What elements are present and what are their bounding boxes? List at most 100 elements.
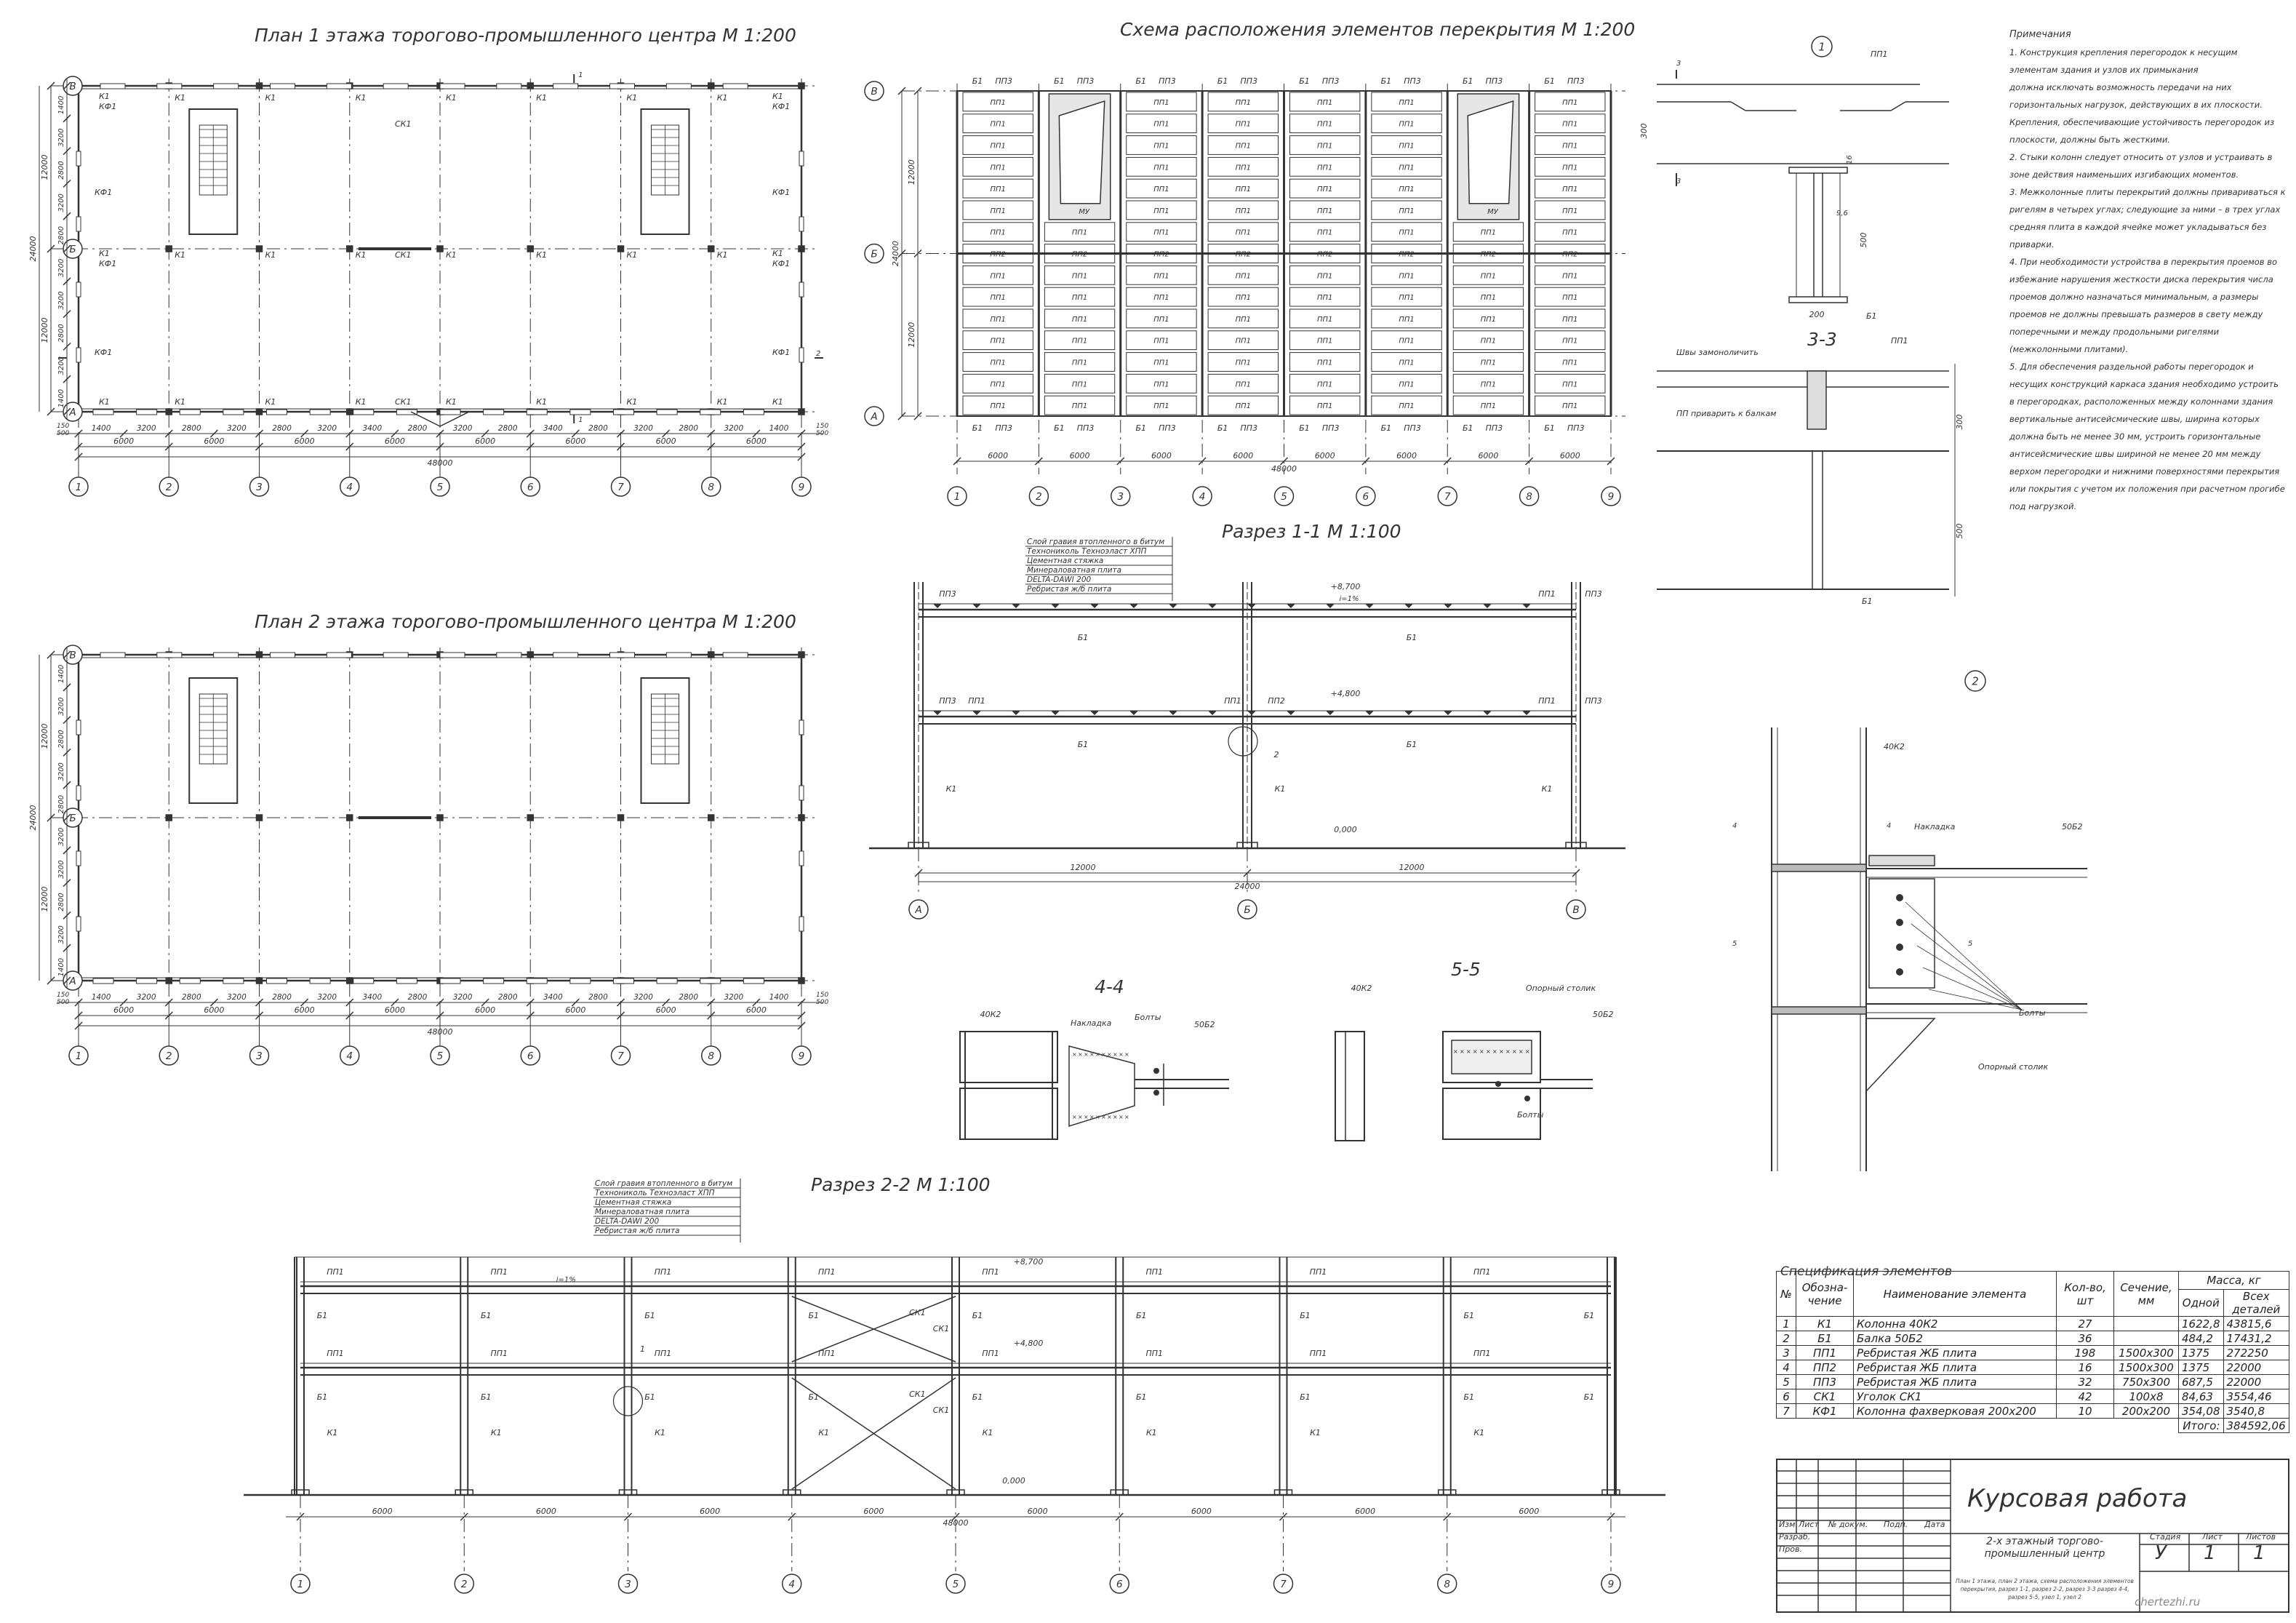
window [396,978,417,984]
slab [1126,244,1197,263]
slab [1371,200,1442,220]
window [92,978,114,984]
weld-mark: × [1479,1048,1484,1055]
axis-bubble-x [1109,1574,1129,1594]
weld-mark: × [1072,1114,1077,1120]
label-pp1: ПП1 [1891,336,1908,346]
dim-text: 6000 [1560,451,1580,460]
tb-col-izm: Изм [1779,1520,1796,1529]
window [179,978,201,984]
window [613,409,634,415]
section-mark: 4 [1887,822,1891,830]
label-kf1: КФ1 [95,348,112,357]
tb-row-dev: Разраб. [1779,1532,1811,1542]
section-mark: 5 [1732,940,1737,948]
slab [1371,287,1442,307]
label-pp3: ПП3 [1322,76,1340,86]
slab-label: ПП1 [1562,380,1577,388]
label-pp3: ПП3 [1241,423,1258,433]
slab-label: ПП1 [1399,99,1414,107]
column-k1 [798,408,805,415]
dim-tick [74,442,83,451]
dim-tick [752,429,761,438]
slab [1535,373,1606,394]
dim-text: 3200 [724,424,743,433]
dim-text: 1400 [57,958,65,976]
label-b1: Б1 [1217,423,1228,433]
axis-bubble-y-text: Б [871,248,877,260]
dim-text: 2800 [57,161,65,179]
window-side [76,916,81,932]
dim-text: 2800 [498,424,518,433]
spec-h-one: Одной [2178,1289,2224,1317]
slab-rib [972,711,981,715]
column-k1 [346,977,353,984]
title-block [1776,1459,2289,1613]
window [526,978,548,984]
axis-bubble-x-text: 6 [1363,491,1369,503]
slab-label: ПП1 [1399,143,1414,151]
dim-tick [47,244,55,253]
weld-mark: × [1512,1048,1517,1055]
weld-mark: × [1505,1048,1511,1055]
slab-label: ПП1 [990,359,1005,367]
slab-rib [1129,711,1138,715]
spec-cell-section [2113,1331,2179,1346]
label-pp3: ПП3 [1567,423,1585,433]
axis-bubble-y [864,243,884,264]
slab [1044,265,1116,285]
spec-cell-no: 2 [1776,1331,1796,1346]
label-k1: К1 [717,397,728,407]
dim-text: 3200 [57,194,65,212]
label-k1: К1 [655,1428,665,1437]
dim-text: 500 [1955,524,1964,539]
label-b1: Б1 [1463,76,1473,86]
window [136,978,158,984]
dim-tick [481,998,489,1007]
axis-bubble-x [1273,486,1295,506]
column-k1 [255,814,263,821]
dim-tick [1279,1512,1288,1521]
dim-tick [47,407,55,416]
label-k1: К1 [356,250,367,260]
label-k1: К1 [356,93,367,103]
dim-text: 3200 [227,424,247,433]
spec-cell-name: Колонна фахверковая 200х200 [1853,1403,2057,1419]
dim-tick [63,244,71,253]
stair-enclosure [640,108,690,235]
slab [1126,222,1197,242]
dim-text: 2800 [57,893,65,911]
label-b1: Б1 [972,1392,983,1402]
dim-text: 1400 [769,993,789,1002]
dim-text: 6000 [475,1005,495,1015]
slab-label: ПП1 [1562,338,1577,346]
axis-bubble-x-text: 1 [76,1050,82,1062]
dim-text: 12000 [1399,863,1425,872]
window [383,83,409,89]
axis-bubble-x-text: 1 [76,482,82,493]
dim-tick [345,442,354,451]
dim-text: 500 [816,999,828,1006]
slab [1289,178,1361,199]
weld-mark: × [1101,1051,1106,1058]
dim-text: 12000 [907,322,916,348]
label-sk1: СК1 [933,1324,950,1333]
window-side [799,719,804,735]
window [526,409,548,415]
slab [962,244,1033,263]
label-k1: К1 [1310,1428,1321,1437]
spec-h-mark: Обозна- чение [1796,1271,1854,1317]
label-pp1: ПП1 [1538,696,1556,706]
slab-label: ПП1 [1072,380,1087,388]
column-k1 [165,977,172,984]
label-beam: 50Б2 [1194,1020,1215,1029]
column-k1 [617,245,625,252]
column-k1 [255,82,263,89]
slab-label: ПП1 [990,143,1005,151]
dim-tick [63,407,71,416]
slab [1044,287,1116,307]
node-callout-text: 2 [1274,750,1279,759]
dim-text-total: 24000 [891,241,900,266]
label-b1: Б1 [1584,1392,1595,1402]
spec-cell-qty: 32 [2056,1374,2114,1389]
